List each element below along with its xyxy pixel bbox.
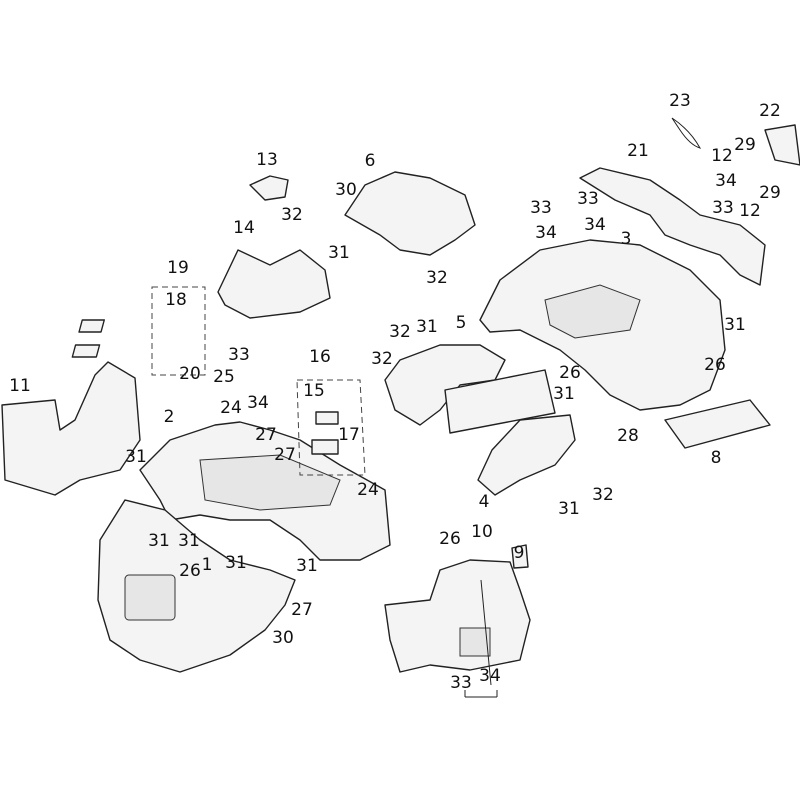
- callout-label-29: 29: [759, 183, 781, 203]
- leader-33-34: [464, 579, 498, 698]
- part-side-cover: [477, 414, 576, 496]
- callout-label-12: 12: [739, 201, 761, 221]
- callout-label-31: 31: [148, 531, 170, 551]
- callout-label-11: 11: [9, 376, 31, 396]
- part-18: [78, 319, 105, 333]
- part-rear-rack: [579, 167, 766, 286]
- callout-label-31: 31: [225, 553, 247, 573]
- callout-label-26: 26: [439, 529, 461, 549]
- callout-label-30: 30: [335, 180, 357, 200]
- part-right-footrest: [384, 559, 531, 673]
- callout-label-4: 4: [478, 492, 490, 512]
- callout-label-32: 32: [426, 268, 448, 288]
- part-15: [315, 411, 339, 425]
- callout-label-34: 34: [584, 215, 606, 235]
- callout-label-18: 18: [165, 290, 187, 310]
- part-8-decal: [664, 399, 771, 449]
- callout-label-34: 34: [247, 393, 269, 413]
- callout-label-31: 31: [416, 317, 438, 337]
- callout-label-6: 6: [364, 151, 376, 171]
- callout-label-31: 31: [724, 315, 746, 335]
- callout-label-22: 22: [759, 101, 781, 121]
- callout-label-32: 32: [592, 485, 614, 505]
- part-20: [71, 344, 101, 358]
- callout-label-33: 33: [712, 198, 734, 218]
- part-decal: [444, 369, 556, 434]
- callout-label-34: 34: [535, 223, 557, 243]
- part-front-grille: [124, 574, 176, 621]
- callout-label-14: 14: [233, 218, 255, 238]
- callout-label-29: 29: [734, 135, 756, 155]
- callout-label-31: 31: [296, 556, 318, 576]
- part-front-nose: [97, 499, 296, 673]
- callout-label-31: 31: [558, 499, 580, 519]
- callout-label-24: 24: [357, 480, 379, 500]
- part-headlight-cover: [217, 249, 331, 319]
- callout-label-33: 33: [577, 189, 599, 209]
- callout-label-2: 2: [163, 407, 175, 427]
- part-13: [249, 175, 289, 201]
- callout-label-27: 27: [291, 600, 313, 620]
- callout-label-31: 31: [178, 531, 200, 551]
- callout-label-1: 1: [201, 555, 213, 575]
- group-box-19: [151, 286, 206, 376]
- part-22: [764, 124, 800, 166]
- part-17: [311, 439, 339, 455]
- callout-label-20: 20: [179, 364, 201, 384]
- callout-label-16: 16: [309, 347, 331, 367]
- callout-label-32: 32: [281, 205, 303, 225]
- callout-label-33: 33: [228, 345, 250, 365]
- callout-label-33: 33: [450, 673, 472, 693]
- callout-label-32: 32: [371, 349, 393, 369]
- callout-label-28: 28: [617, 426, 639, 446]
- callout-label-3: 3: [620, 229, 632, 249]
- callout-label-31: 31: [553, 384, 575, 404]
- callout-label-21: 21: [627, 141, 649, 161]
- callout-label-23: 23: [669, 91, 691, 111]
- callout-label-33: 33: [530, 198, 552, 218]
- callout-label-30: 30: [272, 628, 294, 648]
- callout-label-8: 8: [710, 448, 722, 468]
- callout-label-19: 19: [167, 258, 189, 278]
- callout-label-10: 10: [471, 522, 493, 542]
- part-footrest-box: [459, 627, 491, 657]
- callout-label-17: 17: [338, 425, 360, 445]
- callout-label-34: 34: [479, 666, 501, 686]
- part-tank-cover: [344, 171, 476, 256]
- part-left-footrest: [1, 361, 141, 496]
- part-rear-storage: [544, 284, 641, 339]
- callout-label-25: 25: [213, 367, 235, 387]
- group-box-16: [296, 379, 366, 476]
- callout-label-15: 15: [303, 381, 325, 401]
- callout-label-13: 13: [256, 150, 278, 170]
- callout-label-9: 9: [513, 543, 525, 563]
- callout-label-26: 26: [704, 355, 726, 375]
- callout-label-5: 5: [455, 313, 467, 333]
- part-23: [671, 117, 702, 149]
- callout-label-24: 24: [220, 398, 242, 418]
- callout-label-12: 12: [711, 146, 733, 166]
- part-front-fender-inner: [199, 454, 341, 511]
- part-9: [511, 544, 529, 569]
- callout-label-27: 27: [255, 425, 277, 445]
- callout-label-32: 32: [389, 322, 411, 342]
- callout-label-26: 26: [179, 561, 201, 581]
- callout-label-31: 31: [328, 243, 350, 263]
- callout-label-34: 34: [715, 171, 737, 191]
- callout-label-26: 26: [559, 363, 581, 383]
- callout-label-27: 27: [274, 445, 296, 465]
- callout-label-31: 31: [125, 447, 147, 467]
